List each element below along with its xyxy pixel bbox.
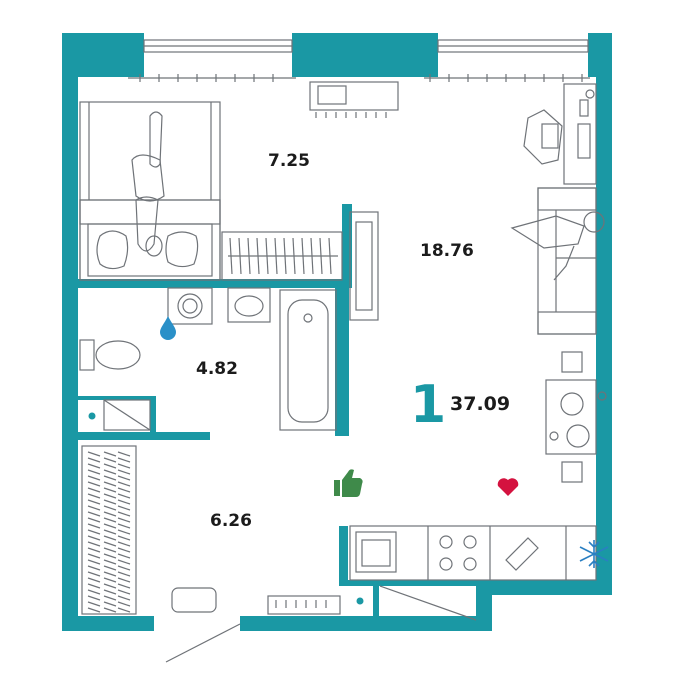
- heart-icon: [497, 478, 519, 496]
- socket-dot: [356, 597, 364, 605]
- desk: [523, 83, 597, 185]
- exterior-walls: [62, 33, 612, 631]
- tall-cabinet: [349, 211, 379, 321]
- snowflake-icon: [579, 540, 609, 568]
- radiators: [128, 74, 590, 82]
- wardrobe: [221, 231, 343, 281]
- total-area-label: 37.09: [450, 393, 510, 415]
- socket-dot: [88, 412, 96, 420]
- bathroom-fixtures: [79, 287, 337, 431]
- dining-table: [545, 351, 607, 483]
- kitchen: [349, 525, 597, 581]
- bathroom-area-label: 4.82: [196, 359, 238, 379]
- bed: [79, 101, 221, 281]
- rooms-count: 1: [410, 375, 446, 435]
- hallway-area-label: 6.26: [210, 511, 252, 531]
- sofa: [510, 187, 605, 335]
- bedroom-area-label: 7.25: [268, 151, 310, 171]
- living-area-label: 18.76: [420, 241, 474, 261]
- interior-walls: [78, 204, 479, 616]
- tv-stand: [309, 81, 399, 118]
- water-drop-icon: [160, 316, 176, 340]
- hallway-fixtures: [81, 399, 477, 663]
- thumbs-up-icon: [334, 469, 363, 497]
- windows: [143, 39, 589, 53]
